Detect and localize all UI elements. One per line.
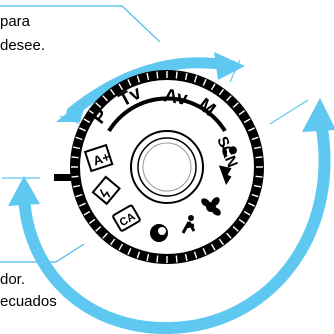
- top-double-arrow: [56, 52, 245, 122]
- callout-top-line1: para: [0, 13, 31, 30]
- landscape-icon: [218, 165, 232, 186]
- portrait-icon: [221, 145, 237, 159]
- flash-off-icon: [91, 175, 121, 206]
- callout-bottom-line1: dor.: [0, 271, 26, 288]
- creative-auto-icon: CA: [112, 204, 141, 232]
- callout-top-line2: desee.: [0, 37, 46, 54]
- creative-filters-icon: [150, 224, 168, 242]
- callout-line-bottom: [0, 243, 85, 263]
- callout-line-top: [0, 5, 161, 43]
- sports-icon: [181, 215, 196, 234]
- scene-intelligent-auto-icon: A+: [83, 143, 114, 173]
- dial-index-mark: [54, 174, 74, 181]
- svg-text:A+: A+: [91, 149, 112, 169]
- callout-bottom-line2: ecuados: [0, 293, 57, 310]
- mode-dial[interactable]: P Tv Av M SCN A+ CA: [70, 70, 264, 264]
- mode-av: Av: [162, 85, 189, 110]
- close-up-icon: [201, 197, 221, 216]
- tick-line-top-right: [229, 59, 241, 83]
- tick-line-right: [269, 99, 309, 125]
- rotation-arrow: [8, 98, 334, 334]
